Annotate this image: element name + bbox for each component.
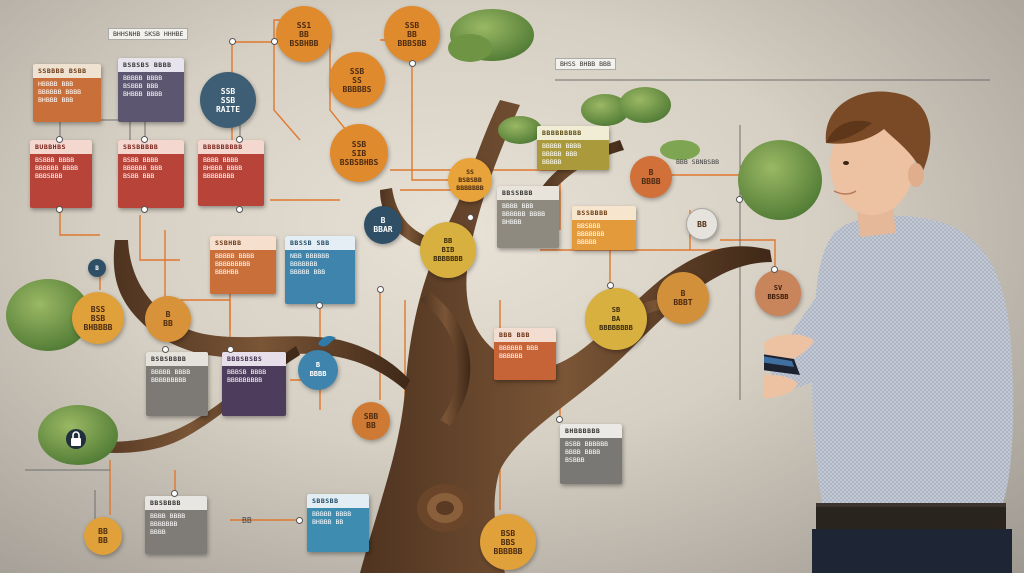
node-dot	[56, 206, 63, 213]
card-9-body: BBBSB BBBB BBBBBBBBB	[227, 368, 267, 384]
bubble-19[interactable]: B BBBB	[298, 350, 338, 390]
card-12[interactable]: BSSBBBB BBSBBB BBBBBBB BBBBB	[572, 206, 636, 250]
bubble-16[interactable]: BB BB	[84, 517, 122, 555]
card-14-body: BSBB BBBBBB BBBB BBBB BSBBB	[565, 440, 609, 464]
card-2[interactable]: BSBSBS BBBB BBBBB BBBB BSBBB BBB BHBBB B…	[118, 58, 184, 122]
card-12-head: BSSBBBB	[572, 206, 636, 220]
node-dot	[736, 196, 743, 203]
lock-icon	[66, 429, 86, 449]
card-9-head: BBBSBSBS	[222, 352, 286, 366]
bubble-5[interactable]: SSB SIB BSBSBHBS	[330, 124, 388, 182]
node-dot	[236, 136, 243, 143]
card-5-body: BBBB BBBB BHBBB BBBB BBBBBBBB	[203, 156, 243, 180]
card-13-body: BBBBBB BBB BBBBBB	[499, 344, 539, 360]
node-dot	[409, 60, 416, 67]
bubble-12[interactable]: SV BBSBB	[755, 270, 801, 316]
node-dot	[556, 416, 563, 423]
node-dot	[607, 282, 614, 289]
node-dot	[56, 136, 63, 143]
person-illustration	[764, 91, 1014, 573]
card-15-head: BBSBBBB	[145, 496, 207, 510]
top-right-tag: BHSS BHBB BBB	[555, 58, 616, 70]
bubble-6[interactable]: SS BSBSBB BBBBBBB	[448, 158, 492, 202]
card-3[interactable]: BUBBHBS BSBBB BBBB BBBBBB BBBB BBBSBBB	[30, 140, 92, 208]
card-8-body: BBBBB BBBB BBBBBBBBB	[151, 368, 191, 384]
bubble-1[interactable]: SS1 BB BSBHBB	[276, 6, 332, 62]
bubble-20[interactable]: B	[88, 259, 106, 277]
node-dot	[316, 302, 323, 309]
card-1-body: HBBBB BBB BBBBBB BBBB BHBBB BBB	[38, 80, 82, 104]
card-13-head: BBB BBB	[494, 328, 556, 342]
card-14[interactable]: BHBBBBBB BSBB BBBBBB BBBB BBBB BSBBB	[560, 424, 622, 484]
bubble-10[interactable]: SB BA BBBBBBBB	[585, 288, 647, 350]
card-3-head: BUBBHBS	[30, 140, 92, 154]
card-10-head: BBSSBBB	[497, 186, 559, 200]
bottom-mid-tag: BB	[242, 516, 252, 525]
card-6-body: BBBBB BBBB BBBBBBBBB BBBHBB	[215, 252, 255, 276]
bubble-17[interactable]: BSB BBS BBBBBB	[480, 514, 536, 570]
card-2-head: BSBSBS BBBB	[118, 58, 184, 72]
bubble-9[interactable]: B BBBB	[630, 156, 672, 198]
card-6-head: SSBHBB	[210, 236, 276, 250]
card-14-head: BHBBBBBB	[560, 424, 622, 438]
card-4-body: BSBB BBBB BBBBBB BBB BSBB BBB	[123, 156, 163, 180]
node-dot	[236, 206, 243, 213]
bubble-13[interactable]: BSS BSB BHBBBB	[72, 292, 124, 344]
card-1-head: SSBBBB BSBB	[33, 64, 101, 78]
node-dot	[141, 206, 148, 213]
bubble-14[interactable]: B BB	[145, 296, 191, 342]
bubble-8[interactable]: BB BIB BBBBBBB	[420, 222, 476, 278]
card-7-body: NBB BBBBBB BBBBBBB BBBBB BBB	[290, 252, 330, 276]
card-1[interactable]: SSBBBB BSBB HBBBB BBB BBBBBB BBBB BHBBB …	[33, 64, 101, 122]
card-7[interactable]: BBSSB SBB NBB BBBBBB BBBBBBB BBBBB BBB	[285, 236, 355, 304]
node-dot	[271, 38, 278, 45]
card-15-body: BBBB BBBB BBBBBBB BBBB	[150, 512, 186, 536]
card-15[interactable]: BBSBBBB BBBB BBBB BBBBBBB BBBB	[145, 496, 207, 554]
node-dot	[171, 490, 178, 497]
card-11[interactable]: BBBBBBBBB BBBBB BBBB BBBBB BBB BBBBB	[537, 126, 609, 170]
card-9[interactable]: BBBSBSBS BBBSB BBBB BBBBBBBBB	[222, 352, 286, 416]
top-left-tag: BHHSNHB SKSB HHHBE	[108, 28, 189, 40]
card-8-head: BSBSBBBB	[146, 352, 208, 366]
card-16[interactable]: SBBSBB BBBBB BBBB BHBBB BB	[307, 494, 369, 552]
card-4[interactable]: SBSBBBBB BSBB BBBB BBBBBB BBB BSBB BBB	[118, 140, 184, 208]
card-5-head: BBBBBBBBB	[198, 140, 264, 154]
node-dot	[229, 38, 236, 45]
card-2-body: BBBBB BBBB BSBBB BBB BHBBB BBBB	[123, 74, 163, 98]
card-16-head: SBBSBB	[307, 494, 369, 508]
bubble-3[interactable]: SSB SS BBBBBS	[329, 52, 385, 108]
bubble-18[interactable]: BB	[686, 208, 718, 240]
bubble-7[interactable]: B BBAR	[364, 206, 402, 244]
card-8[interactable]: BSBSBBBB BBBBB BBBB BBBBBBBBB	[146, 352, 208, 416]
node-dot	[771, 266, 778, 273]
card-11-head: BBBBBBBBB	[537, 126, 609, 140]
card-7-head: BBSSB SBB	[285, 236, 355, 250]
node-dot	[162, 346, 169, 353]
node-dot	[467, 214, 474, 221]
card-10-body: BBBB BBB BBBBBB BBBB BHBBB	[502, 202, 546, 226]
bubble-4[interactable]: SSB SSB RAITE	[200, 72, 256, 128]
card-4-head: SBSBBBBB	[118, 140, 184, 154]
card-13[interactable]: BBB BBB BBBBBB BBB BBBBBB	[494, 328, 556, 380]
card-6[interactable]: SSBHBB BBBBB BBBB BBBBBBBBB BBBHBB	[210, 236, 276, 294]
bubble-2[interactable]: SSB BB BBBSBB	[384, 6, 440, 62]
card-16-body: BBBBB BBBB BHBBB BB	[312, 510, 352, 526]
card-5[interactable]: BBBBBBBBB BBBB BBBB BHBBB BBBB BBBBBBBB	[198, 140, 264, 206]
bird-icon	[318, 336, 336, 347]
bubble-11[interactable]: B BBBT	[657, 272, 709, 324]
card-12-body: BBSBBB BBBBBBB BBBBB	[577, 222, 605, 246]
node-dot	[227, 346, 234, 353]
node-dot	[377, 286, 384, 293]
card-10[interactable]: BBSSBBB BBBB BBB BBBBBB BBBB BHBBB	[497, 186, 559, 248]
node-dot	[296, 517, 303, 524]
card-3-body: BSBBB BBBB BBBBBB BBBB BBBSBBB	[35, 156, 79, 180]
bubble-15[interactable]: SBB BB	[352, 402, 390, 440]
card-11-body: BBBBB BBBB BBBBB BBB BBBBB	[542, 142, 582, 166]
right-tag: BBB SBNBSBB	[676, 158, 720, 166]
node-dot	[141, 136, 148, 143]
